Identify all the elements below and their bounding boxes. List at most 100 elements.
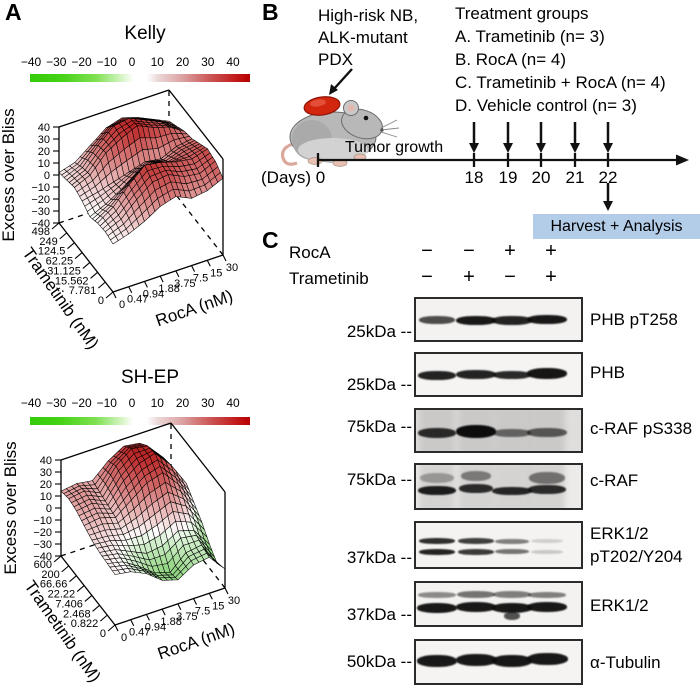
axis-text: 15 [210, 267, 222, 279]
protein-band [531, 549, 563, 554]
colorbar-tick: −20 [71, 396, 92, 410]
protein-band [456, 424, 496, 438]
protein-band [456, 601, 496, 612]
drug-sign: − [463, 240, 475, 262]
kda-marker-label: 50kDa -- [346, 652, 412, 671]
tumor-growth-label: Tumor growth [345, 139, 444, 156]
kda-marker-label: 37kDa -- [346, 548, 412, 567]
colorbar-tick: 10 [150, 396, 164, 410]
kda-marker-label: 75kDa -- [346, 417, 412, 436]
axis-text: 3.75 [176, 611, 197, 623]
axis-text: 40 [40, 455, 52, 467]
day-number: 19 [498, 168, 518, 187]
axis-text: −30 [33, 539, 52, 551]
protein-band [492, 655, 532, 668]
blot-target-label: PHB [590, 363, 625, 382]
colorbar-tick: −40 [20, 396, 42, 410]
blot-panel [414, 521, 583, 569]
axis-text: 1.88 [158, 283, 179, 295]
protein-band [493, 591, 531, 599]
blot-panel [414, 463, 583, 510]
axis-text: 66.66 [40, 579, 68, 591]
axis-text: 0.47 [129, 627, 150, 639]
protein-band [419, 316, 455, 325]
panel-b-label: B [262, 0, 279, 25]
axis-text: 0.94 [145, 621, 166, 633]
axis-text: Excess over Bliss [0, 108, 18, 241]
treatment-groups-title: Treatment groups [455, 4, 589, 23]
blot-target-label: α-Tubulin [590, 653, 661, 672]
colorbar-tick: −30 [46, 396, 67, 410]
axis-text: −10 [31, 182, 50, 194]
blot-panel [414, 297, 583, 342]
colorbar-tick: −40 [20, 55, 42, 69]
protein-band [455, 653, 497, 666]
protein-band [420, 473, 454, 484]
timeline-graphic [280, 68, 689, 211]
protein-band [492, 602, 532, 613]
mouse-tail [280, 141, 298, 166]
protein-band [531, 539, 563, 544]
kda-marker-label: 75kDa -- [346, 470, 412, 489]
panel-a-label: A [5, 0, 22, 25]
axis-text: 30 [228, 595, 240, 607]
protein-band [418, 427, 456, 438]
colorbar-tick: 0 [128, 396, 136, 410]
axis-text: 15.562 [55, 275, 89, 287]
day-number: 18 [464, 168, 484, 187]
axis-text: −40 [31, 218, 50, 230]
axis-text: −20 [31, 194, 50, 206]
axis-text: 3.75 [174, 278, 195, 290]
protein-band [456, 370, 496, 380]
axis-text: 22.22 [48, 589, 76, 601]
panel-c-label: C [262, 227, 279, 253]
axis-text: 15 [212, 600, 224, 612]
timeline-marks [316, 122, 613, 167]
protein-band [529, 471, 565, 484]
axis-text: 30 [38, 134, 50, 146]
blot-target-label: PHB pT258 [590, 310, 678, 329]
tumor-highlight [310, 99, 326, 107]
day-number: 21 [565, 168, 585, 187]
colorbar-tick: 40 [226, 396, 240, 410]
blot-panel [414, 352, 583, 397]
protein-band [495, 549, 529, 555]
axis-text: 7.5 [195, 606, 210, 618]
blot-target-label: ERK1/2 pT202/Y204 [590, 524, 683, 566]
blot-target-label: ERK1/2 [590, 596, 649, 615]
axis-text: 0 [46, 503, 52, 515]
protein-band [457, 591, 495, 599]
protein-band [493, 371, 531, 380]
axis-text: −20 [33, 527, 52, 539]
mouse-whiskers [380, 119, 400, 138]
colorbar-tick: −10 [96, 396, 117, 410]
shep-plot-title: SH-EP [120, 367, 180, 388]
axis-text: 249 [39, 236, 57, 248]
treatment-group-c: C. Trametinib + RocA (n= 4) [455, 73, 666, 92]
axis-text: Excess over Bliss [1, 441, 20, 574]
axis-text: 600 [34, 559, 52, 571]
axis-text: 10 [38, 158, 50, 170]
protein-band [504, 612, 520, 621]
timeline-axis [317, 154, 689, 166]
axis-text: 20 [38, 146, 50, 158]
colorbar-tick: 40 [226, 55, 240, 69]
axis-text: 30 [226, 262, 238, 274]
blot-panel [414, 408, 583, 453]
protein-band [419, 548, 455, 555]
axis-text: 200 [41, 569, 59, 581]
protein-band [527, 315, 567, 325]
protein-band [417, 655, 457, 668]
protein-band [495, 538, 529, 544]
drug-sign: − [421, 266, 433, 288]
drug-sign: + [504, 240, 516, 262]
axis-text: 7.406 [55, 598, 83, 610]
protein-band [528, 484, 566, 494]
treatment-group-d: D. Vehicle control (n= 3) [455, 96, 637, 115]
protein-band [418, 591, 456, 598]
